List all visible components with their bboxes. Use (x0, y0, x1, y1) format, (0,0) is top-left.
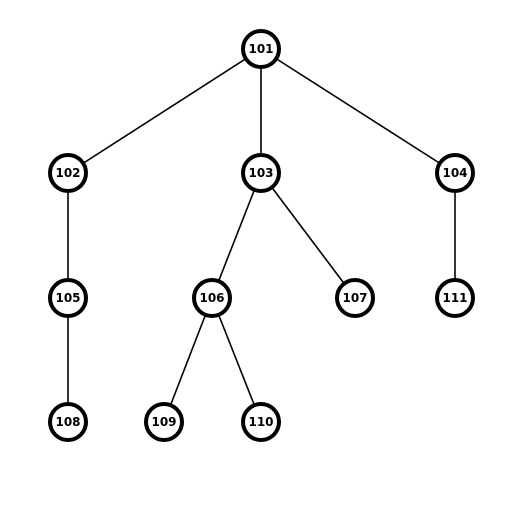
edges-layer (67, 48, 456, 423)
node-circle (335, 278, 375, 318)
node-circle (241, 29, 281, 69)
node-108: 108 (48, 402, 88, 442)
edge-101-102 (67, 48, 262, 174)
node-circle (48, 153, 88, 193)
node-label: 103 (248, 166, 273, 180)
node-102: 102 (48, 153, 88, 193)
node-109: 109 (144, 402, 184, 442)
node-105: 105 (48, 278, 88, 318)
node-107: 107 (335, 278, 375, 318)
node-label: 106 (199, 291, 224, 305)
node-circle (241, 153, 281, 193)
node-label: 107 (342, 291, 367, 305)
node-circle (192, 278, 232, 318)
node-circle (48, 278, 88, 318)
node-label: 102 (55, 166, 80, 180)
edge-106-110 (211, 297, 262, 423)
edge-103-107 (260, 172, 356, 299)
node-circle (241, 402, 281, 442)
edge-101-104 (260, 48, 456, 174)
node-circle (144, 402, 184, 442)
node-label: 111 (442, 291, 467, 305)
node-101: 101 (241, 29, 281, 69)
edge-106-109 (163, 297, 213, 423)
node-label: 104 (442, 166, 467, 180)
node-106: 106 (192, 278, 232, 318)
node-104: 104 (435, 153, 475, 193)
node-label: 108 (55, 415, 80, 429)
node-circle (48, 402, 88, 442)
edge-103-106 (211, 172, 262, 299)
node-label: 109 (151, 415, 176, 429)
node-110: 110 (241, 402, 281, 442)
node-111: 111 (435, 278, 475, 318)
node-103: 103 (241, 153, 281, 193)
nodes-layer: 101 102 103 104 105 106 107 111 108 109 110 (48, 29, 475, 442)
node-circle (435, 153, 475, 193)
node-label: 110 (248, 415, 273, 429)
node-label: 101 (248, 42, 273, 56)
node-label: 105 (55, 291, 80, 305)
node-circle (435, 278, 475, 318)
